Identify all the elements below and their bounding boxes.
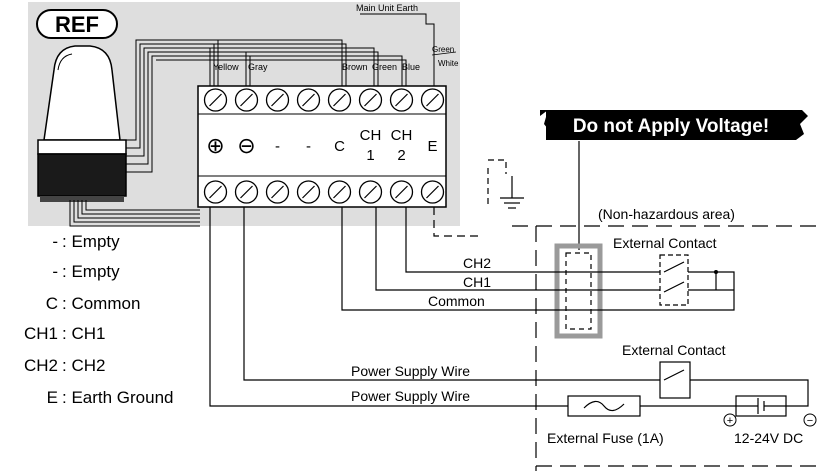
wire-label-green: Green <box>372 62 397 72</box>
screw-slot <box>426 93 439 107</box>
screw-slot <box>364 93 377 107</box>
screw-slot <box>209 93 222 107</box>
screw-slot <box>240 185 253 199</box>
ch1-line-label: CH1 <box>463 274 491 290</box>
terminal-symbol: E <box>427 138 437 155</box>
terminal-symbol: ⊖ <box>237 133 255 158</box>
legend-row: C: Common <box>0 294 230 316</box>
dc-battery-icon <box>735 395 787 417</box>
screw-slot <box>240 93 253 107</box>
screw-slot <box>364 185 377 199</box>
legend-description: : CH1 <box>62 324 106 343</box>
screw-slot <box>333 93 346 107</box>
legend-description: : Common <box>62 294 141 313</box>
plus-label: + <box>727 415 733 427</box>
legend-key: E <box>46 388 58 407</box>
earth-ground-icon <box>500 197 524 209</box>
ch2-line-label: CH2 <box>463 255 491 271</box>
legend-row: E: Earth Ground <box>0 388 230 410</box>
power-wire-2-label: Power Supply Wire <box>351 388 470 404</box>
legend-key: C <box>45 294 58 313</box>
legend-key: CH2 <box>23 356 58 375</box>
screw-slot <box>271 93 284 107</box>
wire-label-brown: Brown <box>342 62 368 72</box>
earth-label: Main Unit Earth <box>356 3 418 13</box>
warning-banner: Do not Apply Voltage! <box>540 110 808 140</box>
power-wires <box>209 207 809 407</box>
legend-row: -: Empty <box>0 232 230 254</box>
external-contact-2-switch-icon <box>659 361 691 399</box>
legend-row: CH1: CH1 <box>0 324 230 346</box>
plus-terminal-icon: + <box>723 413 737 427</box>
wire-label-gray: Gray <box>248 62 268 72</box>
terminal-symbol: C <box>334 138 345 155</box>
fuse-label: External Fuse (1A) <box>547 430 664 446</box>
earth-wire <box>360 13 435 88</box>
ground-connection <box>433 159 513 237</box>
wire-color-labels: Yellow Gray Brown Green Blue <box>213 62 420 72</box>
dc-source-label: 12-24V DC <box>734 430 803 446</box>
legend-description: : Earth Ground <box>62 388 174 407</box>
common-line-label: Common <box>428 293 485 309</box>
wire-label-yellow: Yellow <box>213 62 239 72</box>
external-contact-2-label: External Contact <box>622 342 726 358</box>
legend-key: - <box>52 262 58 281</box>
green-white-label: Green White <box>431 45 459 68</box>
screw-slot <box>395 185 408 199</box>
barrier-inner <box>565 252 592 330</box>
fuse-icon <box>567 395 641 417</box>
legend-key: - <box>52 232 58 251</box>
brand-label: REF <box>55 12 99 37</box>
wire-label-blue: Blue <box>402 62 420 72</box>
area-label: (Non-hazardous area) <box>598 206 735 222</box>
screw-slot <box>302 93 315 107</box>
barrier-box <box>554 243 603 339</box>
minus-terminal-icon: − <box>803 413 817 427</box>
legend-row: -: Empty <box>0 262 230 284</box>
warning-text: Do not Apply Voltage! <box>573 116 769 137</box>
external-contact-switch-icon <box>659 254 718 306</box>
screw-slot <box>271 185 284 199</box>
green-label: Green <box>432 45 454 54</box>
legend-description: : Empty <box>62 232 120 251</box>
screw-slot <box>395 93 408 107</box>
screw-slot <box>333 185 346 199</box>
screw-slot <box>302 185 315 199</box>
minus-label: − <box>807 415 813 427</box>
legend-row: CH2: CH2 <box>0 356 230 378</box>
external-contact-1-label: External Contact <box>613 235 717 251</box>
terminal-symbol: - <box>275 138 280 155</box>
screw-slot <box>209 185 222 199</box>
screw-slot <box>426 185 439 199</box>
signal-wires <box>341 207 735 311</box>
terminal-symbol: - <box>306 138 311 155</box>
terminal-symbol: ⊕ <box>206 133 224 158</box>
wire-bundle <box>69 39 407 227</box>
beacon-lamp-icon <box>37 45 127 202</box>
power-wire-1-label: Power Supply Wire <box>351 363 470 379</box>
brand-badge: REF <box>36 9 118 39</box>
non-hazardous-area <box>512 225 823 471</box>
legend-key: CH1 <box>23 324 58 343</box>
legend-description: : CH2 <box>62 356 106 375</box>
legend-description: : Empty <box>62 262 120 281</box>
white-label: White <box>438 59 459 68</box>
